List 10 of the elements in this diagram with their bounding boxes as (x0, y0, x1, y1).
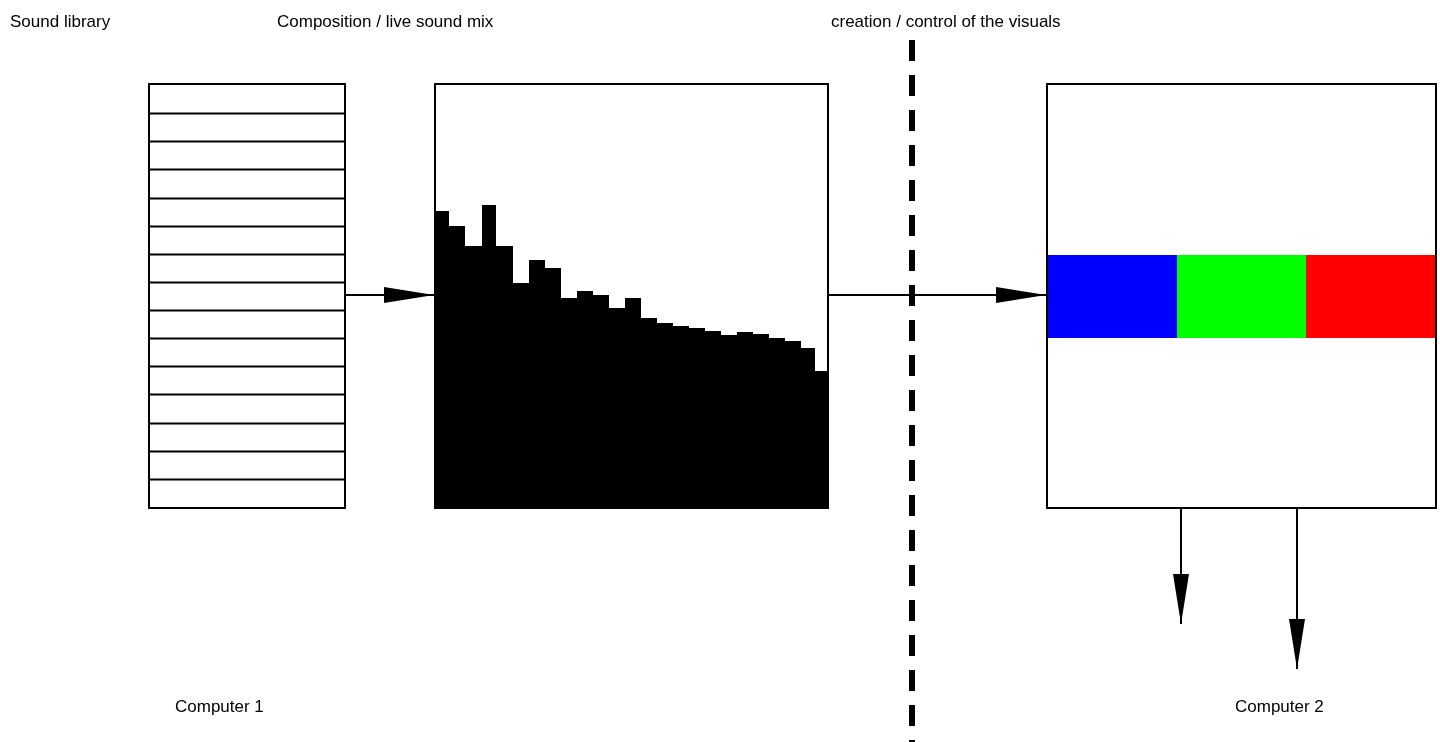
arrow (345, 287, 435, 303)
arrow (1289, 508, 1305, 670)
computer-label: Computer 1 (175, 697, 264, 717)
panel-heading: creation / control of the visuals (831, 12, 1061, 32)
computer-label: Computer 2 (1235, 697, 1324, 717)
spectrum-drawing (436, 205, 827, 507)
panel-heading: Sound library (10, 12, 111, 32)
arrow (828, 287, 1047, 303)
arrow (1173, 508, 1189, 625)
panel-heading: Composition / live sound mix (277, 12, 494, 32)
